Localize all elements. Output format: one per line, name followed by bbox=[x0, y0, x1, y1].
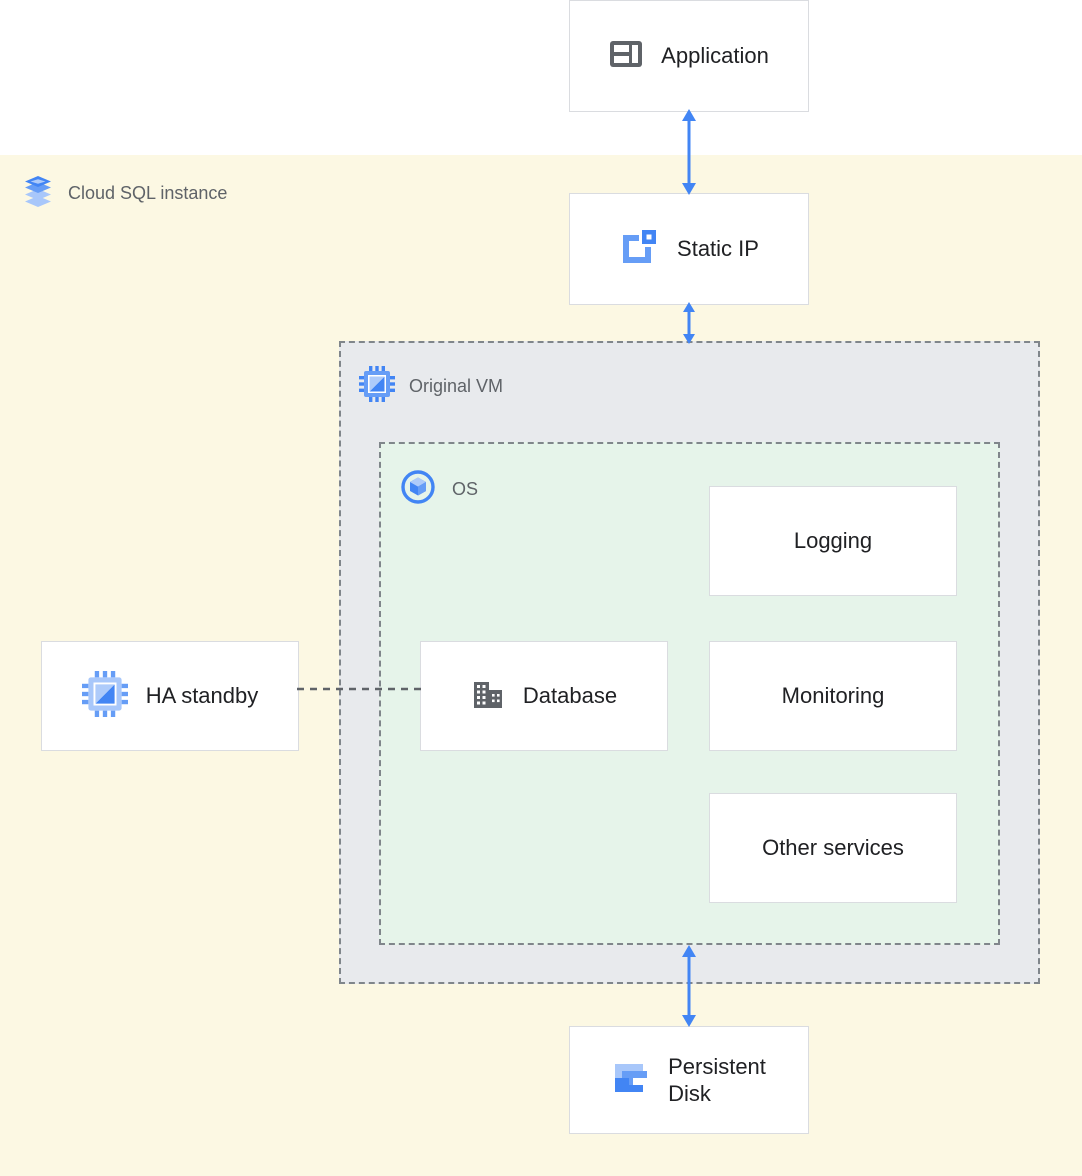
database-building-icon bbox=[471, 677, 505, 716]
node-ha-standby-label: HA standby bbox=[145, 683, 259, 709]
node-other-services-label: Other services bbox=[762, 835, 904, 861]
original-vm-label: Original VM bbox=[409, 376, 504, 396]
cloud-sql-instance-label: Cloud SQL instance bbox=[68, 183, 228, 203]
node-other-services[interactable]: Other services bbox=[709, 793, 957, 903]
node-application[interactable]: Application bbox=[569, 0, 809, 112]
os-cube-circle-icon bbox=[400, 469, 436, 510]
node-logging-label: Logging bbox=[793, 528, 873, 554]
os-label: OS bbox=[452, 479, 479, 499]
node-monitoring[interactable]: Monitoring bbox=[709, 641, 957, 751]
connector-static-ip-original-vm bbox=[659, 301, 719, 350]
connector-application-static-ip bbox=[659, 108, 719, 201]
cpu-chip-icon bbox=[81, 670, 128, 722]
cloud-sql-stacked-layers-icon bbox=[22, 175, 54, 212]
connector-ha-standby-database bbox=[297, 680, 425, 698]
node-monitoring-label: Monitoring bbox=[781, 683, 885, 709]
node-database-label: Database bbox=[522, 683, 618, 709]
connector-os-persistent-disk bbox=[659, 944, 719, 1033]
original-vm-header: Original VM bbox=[359, 366, 503, 407]
node-persistent-disk-label: Persistent Disk bbox=[668, 1053, 766, 1107]
node-persistent-disk[interactable]: Persistent Disk bbox=[569, 1026, 809, 1134]
node-database[interactable]: Database bbox=[420, 641, 668, 751]
node-logging[interactable]: Logging bbox=[709, 486, 957, 596]
node-ha-standby[interactable]: HA standby bbox=[41, 641, 299, 751]
cpu-chip-icon bbox=[359, 366, 395, 407]
application-layout-icon bbox=[609, 37, 643, 76]
static-ip-square-icon bbox=[619, 227, 659, 272]
os-header: OS bbox=[400, 469, 478, 510]
persistent-disk-icon bbox=[612, 1059, 650, 1102]
node-static-ip-label: Static IP bbox=[677, 236, 759, 262]
node-static-ip[interactable]: Static IP bbox=[569, 193, 809, 305]
node-application-label: Application bbox=[661, 43, 769, 69]
cloud-sql-instance-header: Cloud SQL instance bbox=[22, 175, 227, 212]
